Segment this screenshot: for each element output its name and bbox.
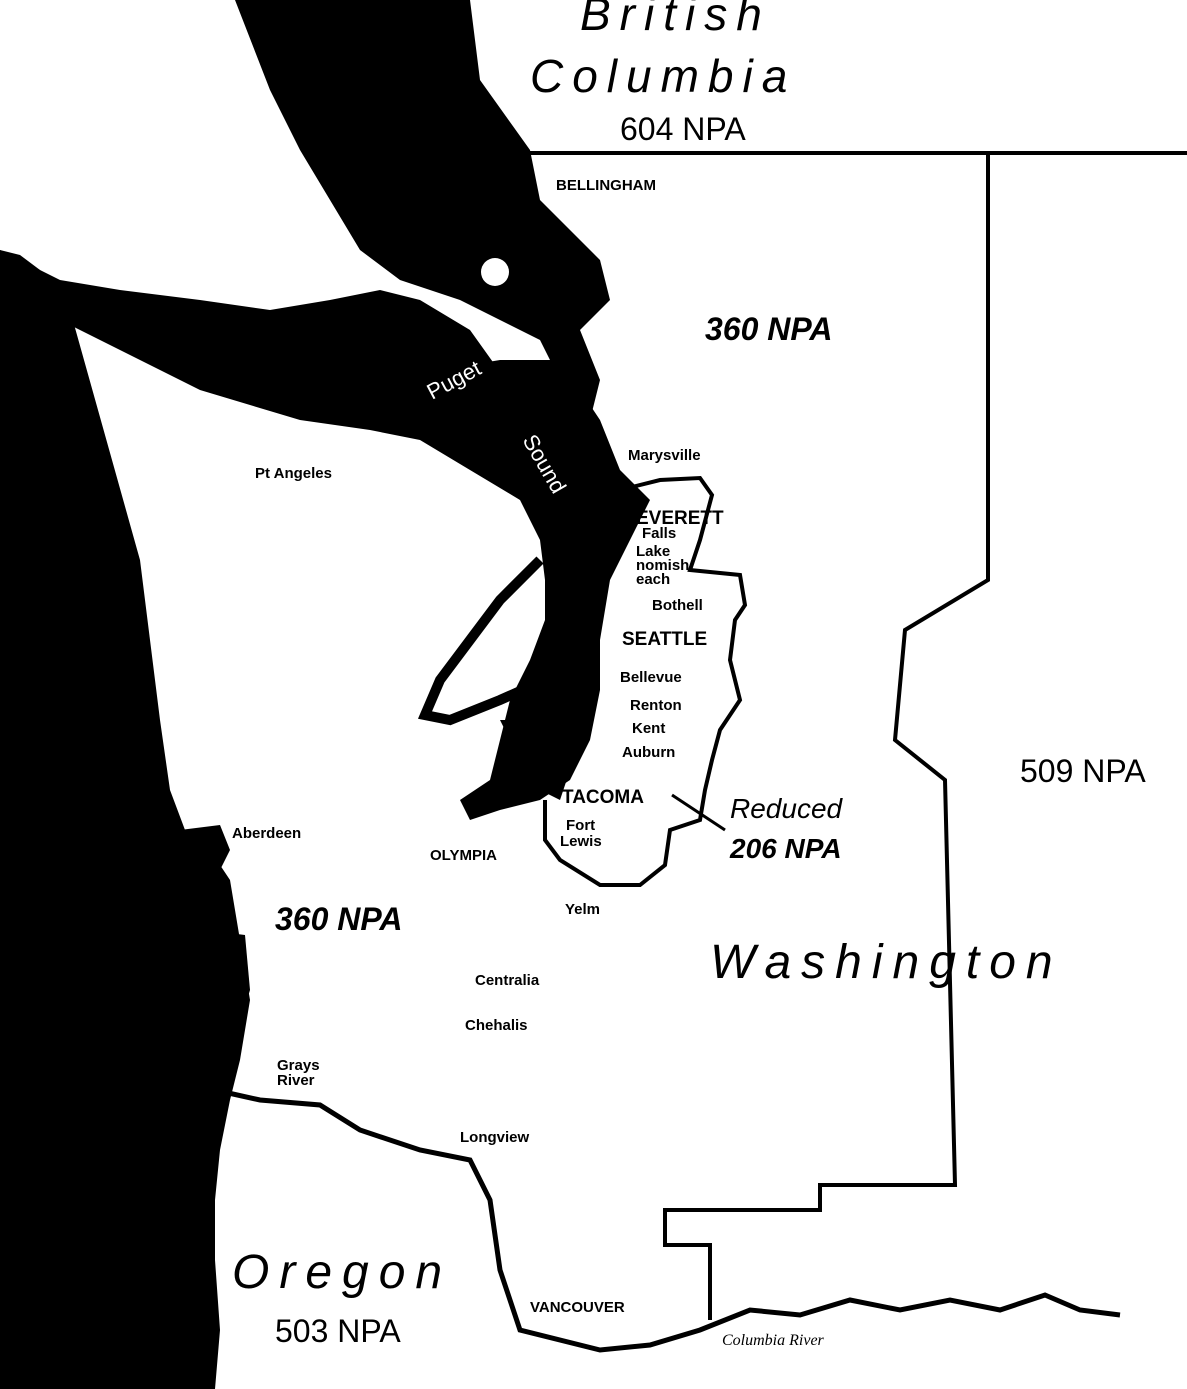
city-auburn: Auburn xyxy=(622,744,675,761)
city-snohomish: nomish xyxy=(636,557,689,574)
reduced-pointer xyxy=(671,793,726,832)
city-longview: Longview xyxy=(460,1129,530,1146)
strait-of-georgia xyxy=(235,0,610,420)
city-lewis: Lewis xyxy=(560,833,602,850)
strait-juan-de-fuca xyxy=(0,250,540,500)
reduced-label: Reduced xyxy=(730,793,844,824)
city-seattle: SEATTLE xyxy=(622,629,707,650)
city-vancouver: VANCOUVER xyxy=(530,1299,625,1316)
city-chehalis: Chehalis xyxy=(465,1017,528,1034)
columbia-river-line xyxy=(214,1087,1121,1353)
city-bellevue: Bellevue xyxy=(620,669,682,686)
city-fort: Fort xyxy=(566,817,595,834)
city-renton: Renton xyxy=(630,697,682,714)
city-beach: each xyxy=(636,571,670,588)
city-bothell: Bothell xyxy=(652,597,703,614)
bc-label-line2: Columbia xyxy=(530,50,796,102)
city-yelm: Yelm xyxy=(565,901,600,918)
washington-label: Washington xyxy=(710,936,1063,989)
city-bellingham: BELLINGHAM xyxy=(556,177,656,194)
city-centralia: Centralia xyxy=(475,972,540,989)
pacific-ocean xyxy=(0,250,250,1389)
city-tacoma: TACOMA xyxy=(562,787,644,808)
city-river: River xyxy=(277,1072,315,1089)
npa-509-label: 509 NPA xyxy=(1020,753,1146,789)
southern-inlets xyxy=(500,720,580,800)
npa-206-boundary xyxy=(543,475,748,887)
npa-206-label: 206 NPA xyxy=(729,833,842,864)
npa-360-southwest-label: 360 NPA xyxy=(275,901,402,937)
grays-harbor xyxy=(180,825,230,880)
columbia-river-label: Columbia River xyxy=(722,1332,825,1349)
willapa-bay xyxy=(205,930,250,1040)
npa-503-label: 503 NPA xyxy=(275,1313,401,1349)
city-aberdeen: Aberdeen xyxy=(232,825,301,842)
hood-canal xyxy=(417,556,548,726)
city-kent: Kent xyxy=(632,720,665,737)
puget-sound xyxy=(440,360,650,820)
npa-509-boundary xyxy=(663,153,990,1320)
city-grays: Grays xyxy=(277,1057,320,1074)
city-marysville: Marysville xyxy=(628,447,701,464)
city-everett: EVERETT xyxy=(636,508,724,529)
npa-604-label: 604 NPA xyxy=(620,111,746,147)
oregon-label: Oregon xyxy=(232,1246,452,1299)
npa-360-north-label: 360 NPA xyxy=(705,311,832,347)
bc-label-line1: British xyxy=(580,0,771,40)
city-lake: Lake xyxy=(636,543,670,560)
city-falls: Falls xyxy=(642,525,676,542)
island-hole xyxy=(481,258,509,286)
city-olympia: OLYMPIA xyxy=(430,847,497,864)
city-port-angeles: Pt Angeles xyxy=(255,465,332,482)
